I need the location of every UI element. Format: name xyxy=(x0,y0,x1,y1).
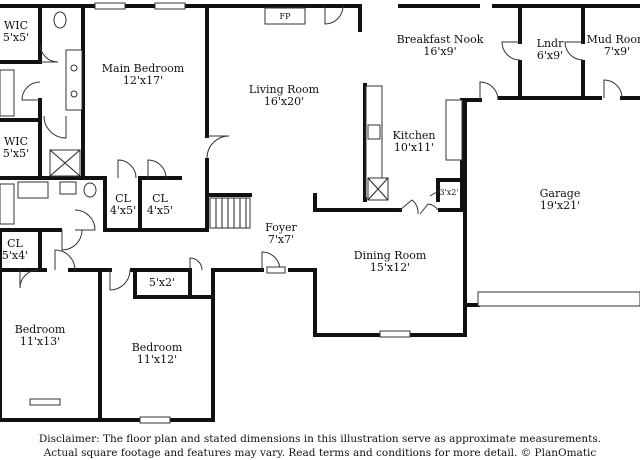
room-dims: 5'x2' xyxy=(148,276,176,289)
room-bedroom-1: Bedroom 11'x13' xyxy=(15,324,66,348)
room-wic-2: WIC 5'x5' xyxy=(3,136,29,160)
room-dining-room: Dining Room 15'x12' xyxy=(354,250,427,274)
room-garage: Garage 19'x21' xyxy=(540,188,581,212)
room-name: Kitchen xyxy=(392,129,436,142)
room-dims: 4'x5' xyxy=(146,204,174,217)
room-closet-3: CL 5'x4' xyxy=(2,238,28,262)
room-name: Lndr xyxy=(536,37,564,50)
fixtures xyxy=(0,2,640,424)
room-pantry: 3'x2' xyxy=(439,188,458,197)
room-dims: 3'x2' xyxy=(439,188,459,197)
room-bedroom-2: Bedroom 11'x12' xyxy=(132,342,183,366)
room-dims: 11'x13' xyxy=(19,335,61,348)
room-name: Living Room xyxy=(248,83,320,96)
room-dims: 5'x5' xyxy=(2,31,30,44)
room-name: Foyer xyxy=(265,221,297,234)
disclaimer-line-1: Disclaimer: The floor plan and stated di… xyxy=(38,433,602,445)
room-name: Mud Room xyxy=(586,33,640,46)
room-dims: 19'x21' xyxy=(539,199,581,212)
room-dims: 5'x4' xyxy=(1,249,29,262)
room-closet-2: CL 4'x5' xyxy=(147,193,173,217)
room-name: CL xyxy=(115,192,131,205)
room-dims: 7'x9' xyxy=(603,45,631,58)
room-laundry: Lndr 6'x9' xyxy=(537,38,564,62)
room-dims: 15'x12' xyxy=(369,261,411,274)
room-dims: 4'x5' xyxy=(109,204,137,217)
room-name: Garage xyxy=(539,187,581,200)
room-dims: 12'x17' xyxy=(122,74,164,87)
room-closet-1: CL 4'x5' xyxy=(110,193,136,217)
room-name: Bedroom xyxy=(131,341,183,354)
room-kitchen: Kitchen 10'x11' xyxy=(393,130,436,154)
room-breakfast-nook: Breakfast Nook 16'x9' xyxy=(397,34,484,58)
room-dims: 6'x9' xyxy=(536,49,564,62)
disclaimer: Disclaimer: The floor plan and stated di… xyxy=(0,432,640,460)
room-closet-5x2: 5'x2' xyxy=(149,277,175,289)
room-name: Breakfast Nook xyxy=(396,33,484,46)
room-foyer: Foyer 7'x7' xyxy=(265,222,297,246)
room-fireplace: FP xyxy=(280,12,291,21)
room-dims: 10'x11' xyxy=(393,141,435,154)
room-name: WIC xyxy=(3,135,29,148)
room-dims: 11'x12' xyxy=(136,353,178,366)
room-living-room: Living Room 16'x20' xyxy=(249,84,319,108)
door-swings xyxy=(19,5,623,291)
room-name: Main Bedroom xyxy=(101,62,185,75)
room-name: CL xyxy=(152,192,168,205)
room-name: Dining Room xyxy=(353,249,427,262)
room-mud-room: Mud Room 7'x9' xyxy=(587,34,640,58)
interior-walls xyxy=(0,4,640,422)
room-main-bedroom: Main Bedroom 12'x17' xyxy=(102,63,185,87)
room-name: CL xyxy=(7,237,23,250)
room-name: WIC xyxy=(3,19,29,32)
disclaimer-line-2: Actual square footage and features may v… xyxy=(43,447,597,459)
room-dims: 5'x5' xyxy=(2,147,30,160)
room-wic-1: WIC 5'x5' xyxy=(3,20,29,44)
room-dims: 7'x7' xyxy=(267,233,295,246)
room-dims: 16'x20' xyxy=(263,95,305,108)
exterior-walls xyxy=(0,4,640,422)
room-name: FP xyxy=(279,12,291,21)
room-name: Bedroom xyxy=(14,323,66,336)
room-dims: 16'x9' xyxy=(423,45,457,58)
